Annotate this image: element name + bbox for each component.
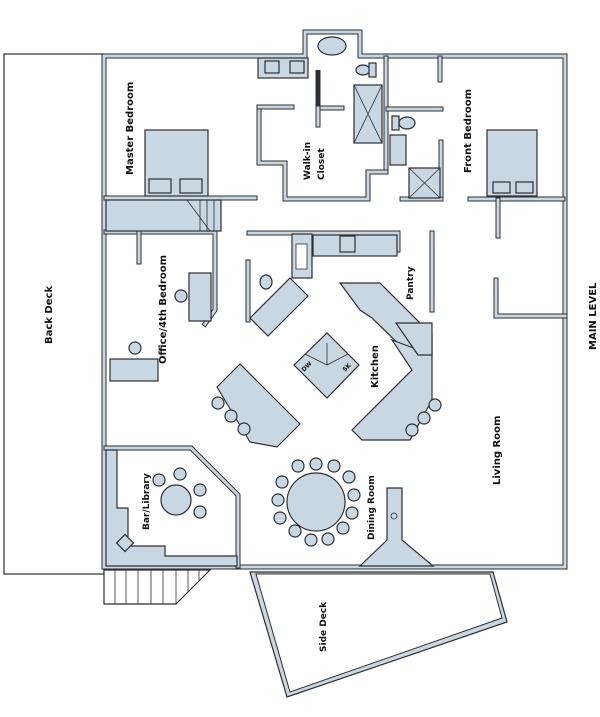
breakfast-bar-stools bbox=[211, 396, 251, 436]
master-toilet bbox=[355, 62, 377, 78]
front-bath-shower bbox=[408, 167, 441, 199]
front-bath-sink bbox=[389, 134, 407, 166]
dining-room-label: Dining Room bbox=[367, 475, 377, 540]
bar-table bbox=[152, 467, 207, 519]
living-room-label: Living Room bbox=[492, 416, 503, 485]
master-shower bbox=[353, 84, 383, 144]
master-bedroom-label: Master Bedroom bbox=[125, 82, 136, 175]
master-vanity bbox=[257, 57, 309, 79]
level-label: MAIN LEVEL bbox=[588, 282, 599, 350]
bathtub bbox=[317, 36, 347, 56]
bar-library-label: Bar/Library bbox=[142, 473, 152, 530]
side-deck-label: Side Deck bbox=[319, 601, 329, 652]
kitchen-island bbox=[293, 332, 360, 399]
back-deck-label: Back Deck bbox=[44, 286, 55, 344]
back-deck bbox=[3, 53, 105, 575]
front-bedroom-label: Front Bedroom bbox=[463, 89, 474, 173]
kitchen-label: Kitchen bbox=[370, 345, 381, 388]
office-desk-1 bbox=[174, 272, 212, 322]
kitchen-counters bbox=[312, 234, 433, 441]
bar-counter bbox=[105, 449, 238, 567]
bar-sink bbox=[115, 533, 135, 553]
walk-in-closet-label-line1: Walk-in bbox=[303, 142, 313, 180]
dining-table bbox=[271, 457, 361, 547]
master-bed bbox=[144, 129, 209, 197]
office-desk-2 bbox=[109, 341, 159, 382]
front-bed bbox=[486, 129, 538, 197]
back-stairs bbox=[103, 569, 212, 605]
island-sk-label: SK bbox=[341, 362, 353, 374]
fireplace bbox=[358, 487, 435, 567]
front-bath-toilet bbox=[391, 115, 416, 131]
exterior-walls bbox=[101, 29, 568, 570]
interior-stairs bbox=[105, 199, 222, 232]
office-label: Office/4th Bedroom bbox=[158, 255, 169, 364]
half-bath bbox=[249, 233, 313, 337]
pantry-label: Pantry bbox=[406, 266, 416, 300]
side-deck bbox=[249, 571, 508, 698]
walk-in-closet-label-line2: Closet bbox=[317, 148, 327, 180]
kitchen-stools bbox=[405, 398, 442, 437]
breakfast-bar bbox=[216, 363, 301, 448]
